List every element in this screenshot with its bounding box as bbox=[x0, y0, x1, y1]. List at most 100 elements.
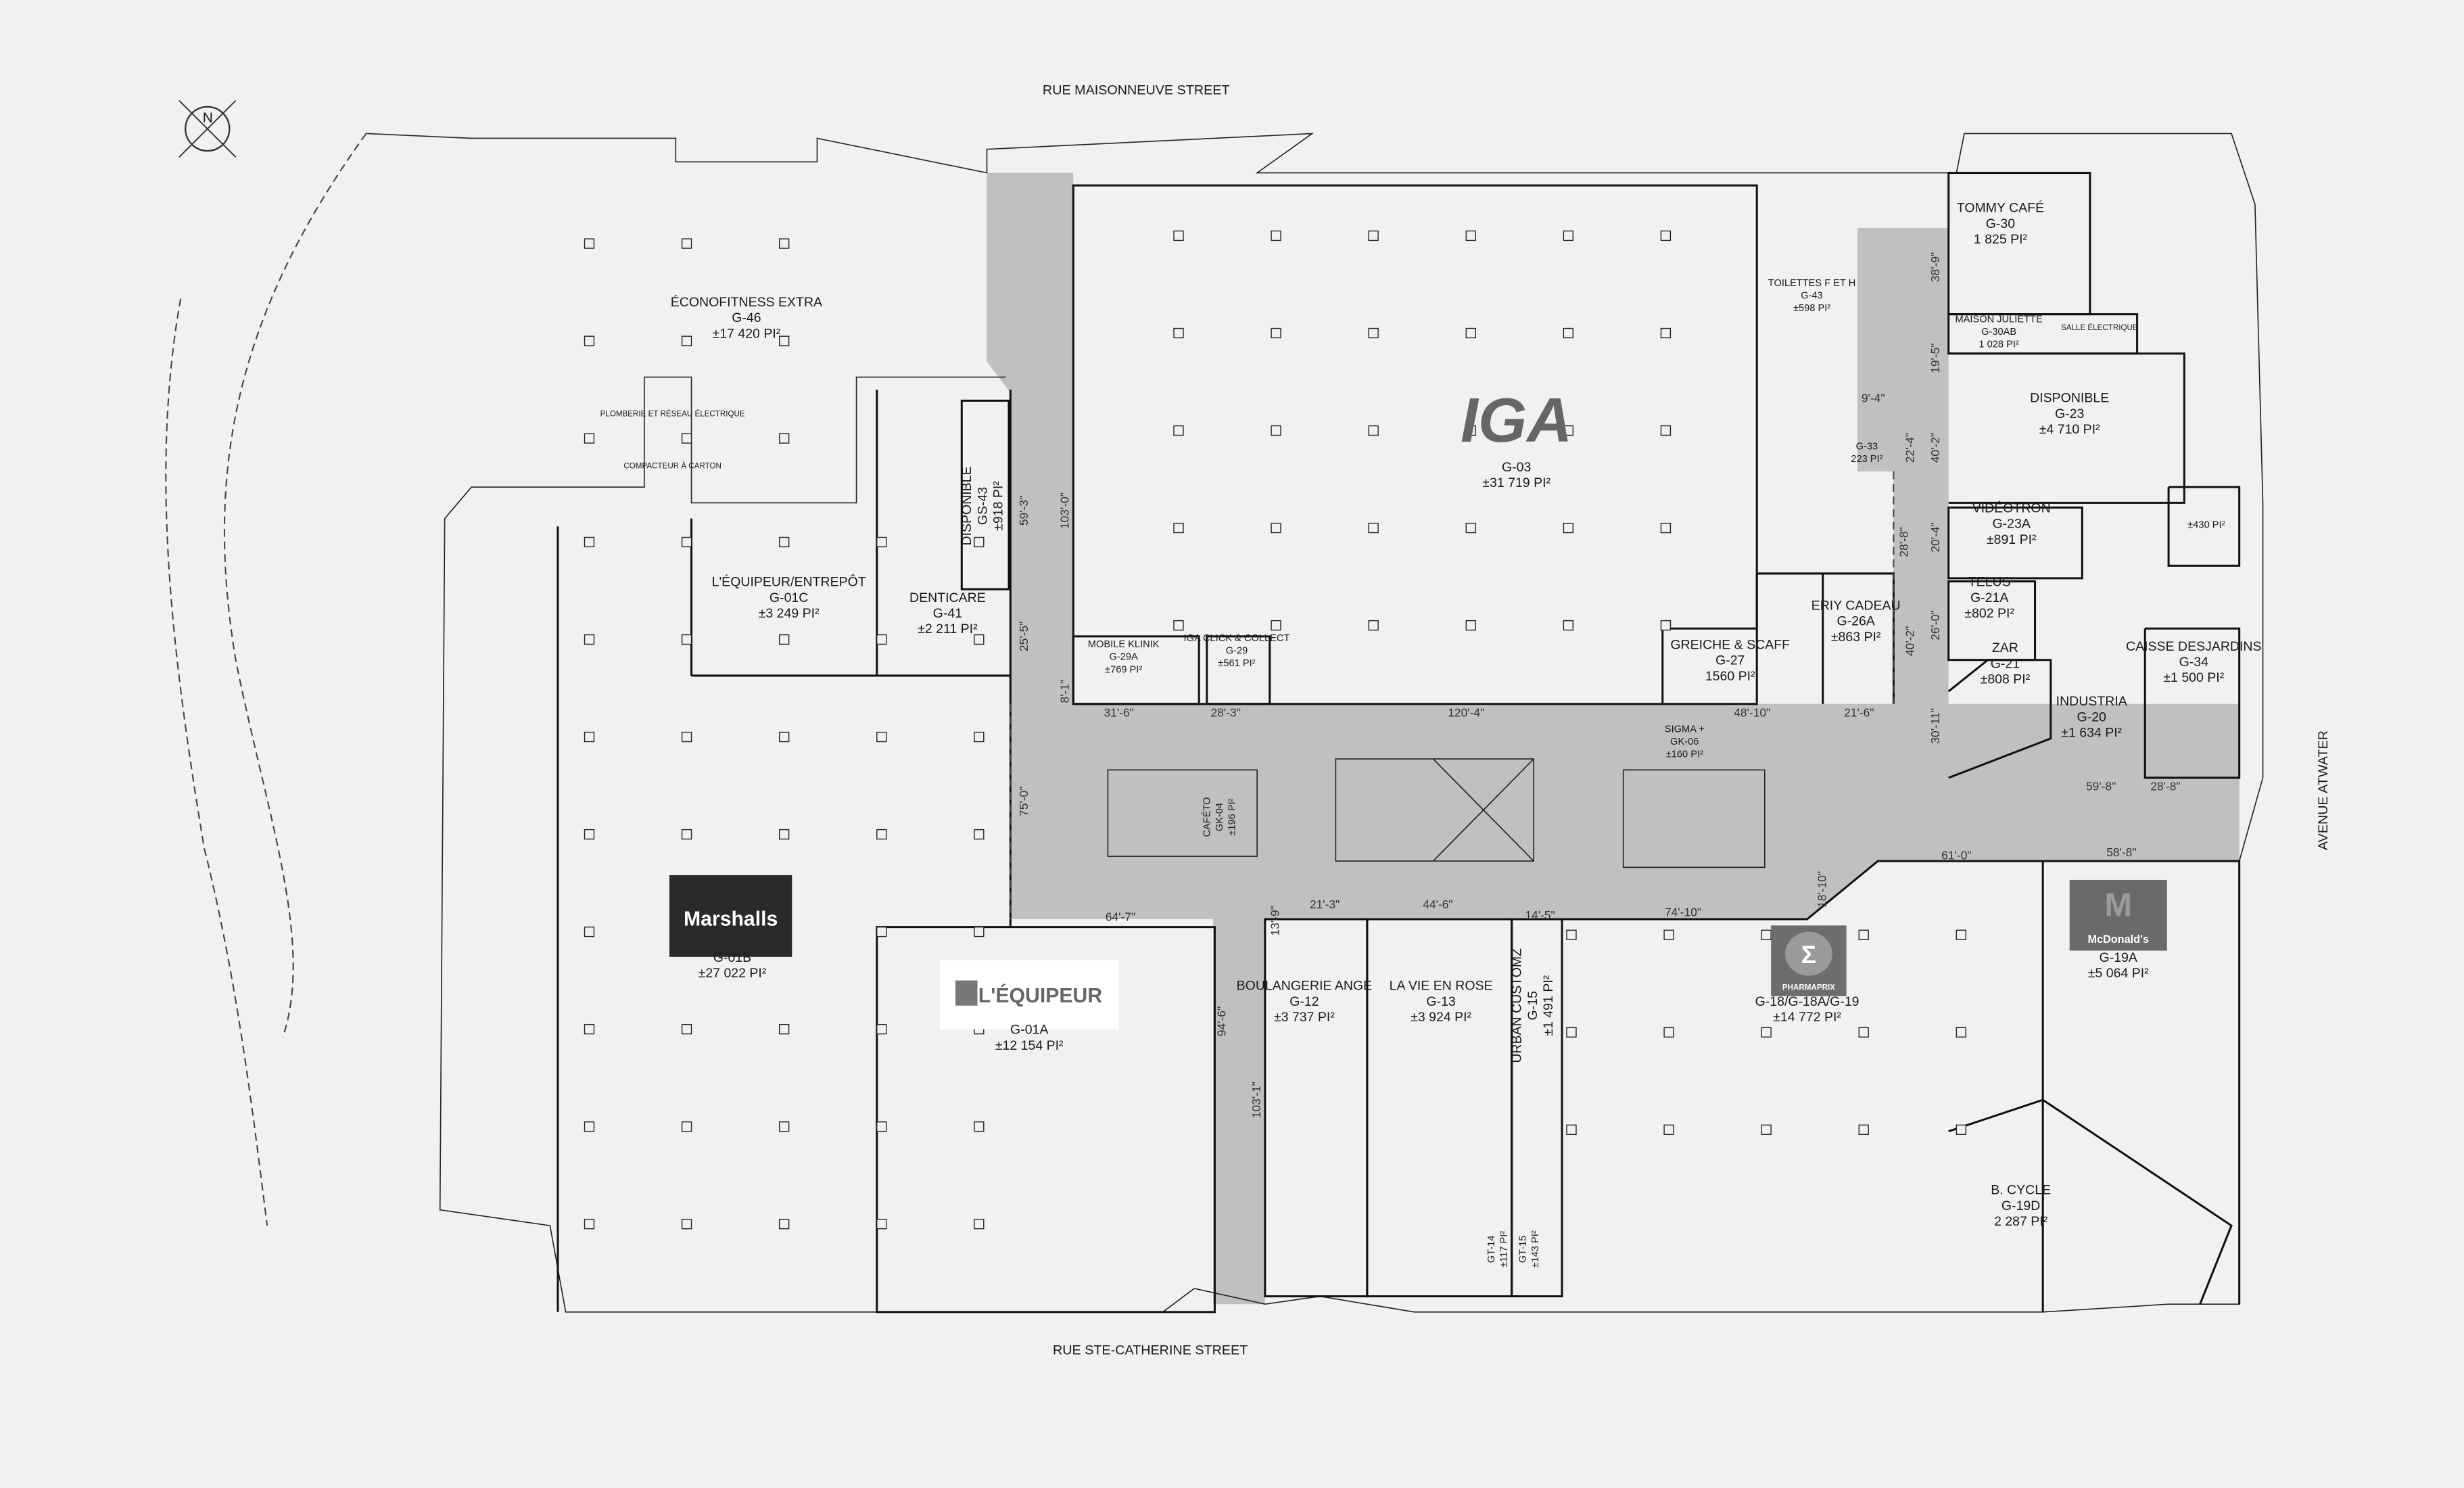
column bbox=[681, 335, 692, 346]
store-unit: G-12 bbox=[1289, 994, 1319, 1009]
store-name: GREICHE & SCAFF bbox=[1670, 637, 1790, 652]
dimension-label: 26'-0" bbox=[1928, 610, 1942, 640]
column bbox=[778, 1023, 790, 1035]
west-corridor bbox=[987, 172, 1074, 704]
column bbox=[778, 731, 790, 743]
column bbox=[681, 1023, 692, 1035]
column bbox=[681, 238, 692, 249]
dimension-label: 40'-2" bbox=[1903, 626, 1917, 656]
column bbox=[974, 829, 985, 840]
dimension-label: 13'-9" bbox=[1269, 906, 1282, 935]
store-name: INDUSTRIA bbox=[2056, 694, 2127, 709]
store-gk06[interactable]: SIGMA +GK-06±160 PI² bbox=[1665, 724, 1705, 760]
dimension-label: 64'-7" bbox=[1106, 910, 1135, 923]
column bbox=[1858, 1124, 1869, 1135]
svg-text:Marshalls: Marshalls bbox=[684, 908, 778, 930]
dimension-label: 103'-0" bbox=[1058, 492, 1071, 529]
store-unit: G-30AB bbox=[1981, 327, 2016, 338]
store-unit: G-19A bbox=[2100, 950, 2137, 965]
dimension-label: 8'-1" bbox=[1058, 680, 1071, 703]
column bbox=[1465, 620, 1476, 631]
store-gt15[interactable]: GT-15±143 PI² bbox=[1518, 1230, 1542, 1268]
column bbox=[1563, 425, 1574, 436]
store-area: ±561 PI² bbox=[1218, 658, 1255, 669]
store-u430[interactable]: ±430 PI² bbox=[2187, 520, 2225, 531]
dimension-label: 59'-3" bbox=[1017, 496, 1030, 526]
column bbox=[778, 1219, 790, 1230]
store-gt14[interactable]: GT-14±117 PI² bbox=[1486, 1231, 1510, 1268]
store-area: ±918 PI² bbox=[991, 481, 1006, 531]
column bbox=[778, 536, 790, 548]
store-name: MOBILE KLINIK bbox=[1088, 639, 1160, 650]
column bbox=[778, 433, 790, 444]
store-unit: GK-04 bbox=[1214, 803, 1225, 831]
store-unit: G-21A bbox=[1970, 590, 2008, 605]
store-g01b[interactable]: G-01B±27 022 PI² bbox=[698, 950, 767, 981]
dimension-label: 22'-4" bbox=[1903, 433, 1917, 463]
column bbox=[876, 1023, 887, 1035]
store-name: URBAN CUSTOMZ bbox=[1510, 948, 1525, 1063]
svg-text:PHARMAPRIX: PHARMAPRIX bbox=[1782, 983, 1835, 992]
store-unit: G-19D bbox=[2001, 1199, 2040, 1213]
store-g43[interactable]: TOILETTES F ET HG-43±598 PI² bbox=[1768, 278, 1856, 314]
store-g01a[interactable]: G-01A±12 154 PI² bbox=[995, 1023, 1064, 1053]
store-name: ZAR bbox=[1992, 641, 2018, 655]
dimension-label: 14'-5" bbox=[1525, 908, 1555, 922]
store-name: MAISON JULIETTE bbox=[1955, 314, 2042, 325]
column bbox=[778, 335, 790, 346]
dimension-labels: 103'-0"59'-3"25'-5"8'-1"31'-6"28'-3"120'… bbox=[1017, 252, 2181, 1118]
store-g18[interactable]: G-18/G-18A/G-19±14 772 PI² bbox=[1755, 994, 1859, 1025]
dimension-label: 40'-2" bbox=[1928, 433, 1942, 463]
column bbox=[584, 335, 595, 346]
store-g19a[interactable]: G-19A±5 064 PI² bbox=[2088, 950, 2149, 981]
store-area: ±12 154 PI² bbox=[995, 1038, 1064, 1053]
store-unit: G-23A bbox=[1993, 517, 2031, 532]
column bbox=[1271, 620, 1281, 631]
north-arrow-icon: N bbox=[179, 100, 237, 158]
dimension-label: 58'-8" bbox=[2106, 845, 2136, 859]
store-area: 1560 PI² bbox=[1705, 669, 1755, 684]
store-unit: G-23 bbox=[2055, 406, 2084, 421]
street-north: RUE MAISONNEUVE STREET bbox=[1043, 83, 1230, 97]
lequipeur-logo: L'ÉQUIPEUR bbox=[939, 960, 1119, 1029]
store-g03[interactable]: G-03±31 719 PI² bbox=[1482, 460, 1550, 490]
column bbox=[1563, 620, 1574, 631]
store-area: ±1 491 PI² bbox=[1541, 975, 1556, 1036]
store-name: B. CYCLE bbox=[1991, 1183, 2051, 1198]
column bbox=[1368, 230, 1379, 241]
column bbox=[584, 731, 595, 743]
column bbox=[584, 1121, 595, 1132]
dimension-label: 120'-4" bbox=[1448, 705, 1484, 719]
dimension-label: 28'-8" bbox=[1897, 527, 1910, 557]
column bbox=[1660, 230, 1672, 241]
dimension-label: 48'-10" bbox=[1734, 705, 1770, 719]
store-area: ±196 PI² bbox=[1227, 798, 1238, 835]
store-unit: G-29 bbox=[1226, 645, 1248, 656]
column bbox=[1663, 1027, 1674, 1038]
marshalls-logo: Marshalls bbox=[669, 875, 792, 957]
dimension-label: 18'-10" bbox=[1815, 871, 1828, 908]
store-area: ±3 924 PI² bbox=[1411, 1010, 1471, 1025]
